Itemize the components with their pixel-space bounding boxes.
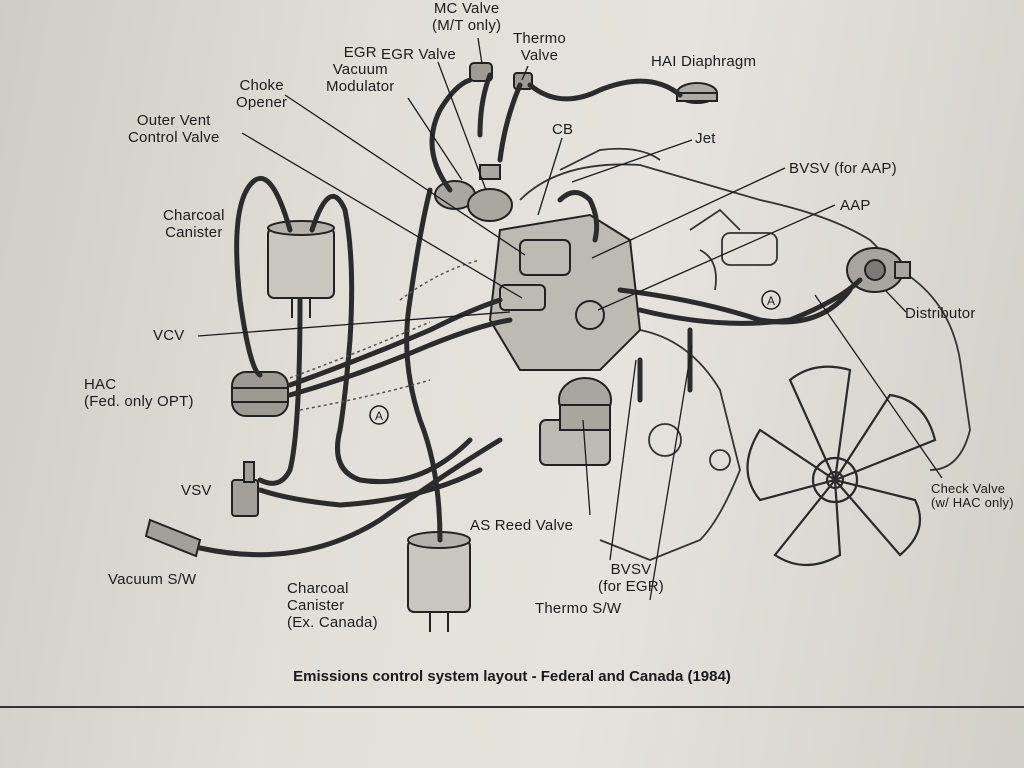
marker-a-left-text: A [375,409,383,423]
label-egr-valve: EGR Valve [381,46,456,63]
vacuum-hoses [197,72,863,558]
label-charcoal-canister-top: Charcoal Canister [163,207,225,241]
hac-unit [231,371,289,417]
label-vsv: VSV [181,482,212,499]
marker-a-left: A [369,405,389,425]
figure-caption: Emissions control system layout - Federa… [293,668,731,685]
vsv-unit [231,461,259,517]
label-jet: Jet [695,130,716,147]
label-thermo-sw: Thermo S/W [535,600,622,617]
as-reed-valve-body [558,377,612,431]
label-thermo-valve: Thermo Valve [513,30,566,64]
braided-hoses [289,259,481,411]
label-outer-vent-control-valve: Outer Vent Control Valve [128,112,220,146]
marker-a-right: A [761,290,781,310]
label-bvsv-aap: BVSV (for AAP) [789,160,897,177]
label-distributor: Distributor [905,305,976,322]
top-fittings [469,62,533,90]
label-cb: CB [552,121,574,138]
label-hai-diaphragm: HAI Diaphragm [651,53,757,70]
page-divider [0,706,1024,708]
label-as-reed-valve: AS Reed Valve [470,517,574,534]
charcoal-canister-lower [407,531,471,632]
hai-diaphragm-body [676,82,718,104]
cooling-fan [746,365,937,566]
marker-a-right-text: A [767,294,775,308]
label-mc-valve: MC Valve (M/T only) [432,0,502,34]
label-choke-opener: Choke Opener [236,77,288,111]
label-bvsv-egr: BVSV (for EGR) [598,561,664,595]
label-vacuum-sw: Vacuum S/W [108,571,197,588]
label-vcv: VCV [153,327,185,344]
leader-lines [197,37,943,601]
label-egr-vacuum-modulator: EGR Vacuum Modulator [326,44,395,95]
label-hac: HAC (Fed. only OPT) [84,376,194,410]
label-aap: AAP [840,197,871,214]
label-charcoal-canister-bottom: Charcoal Canister (Ex. Canada) [287,580,378,631]
vacuum-switch [144,518,202,558]
label-check-valve: Check Valve (w/ HAC only) [931,481,1014,510]
egr-components [434,164,513,222]
engine-block [519,147,971,561]
